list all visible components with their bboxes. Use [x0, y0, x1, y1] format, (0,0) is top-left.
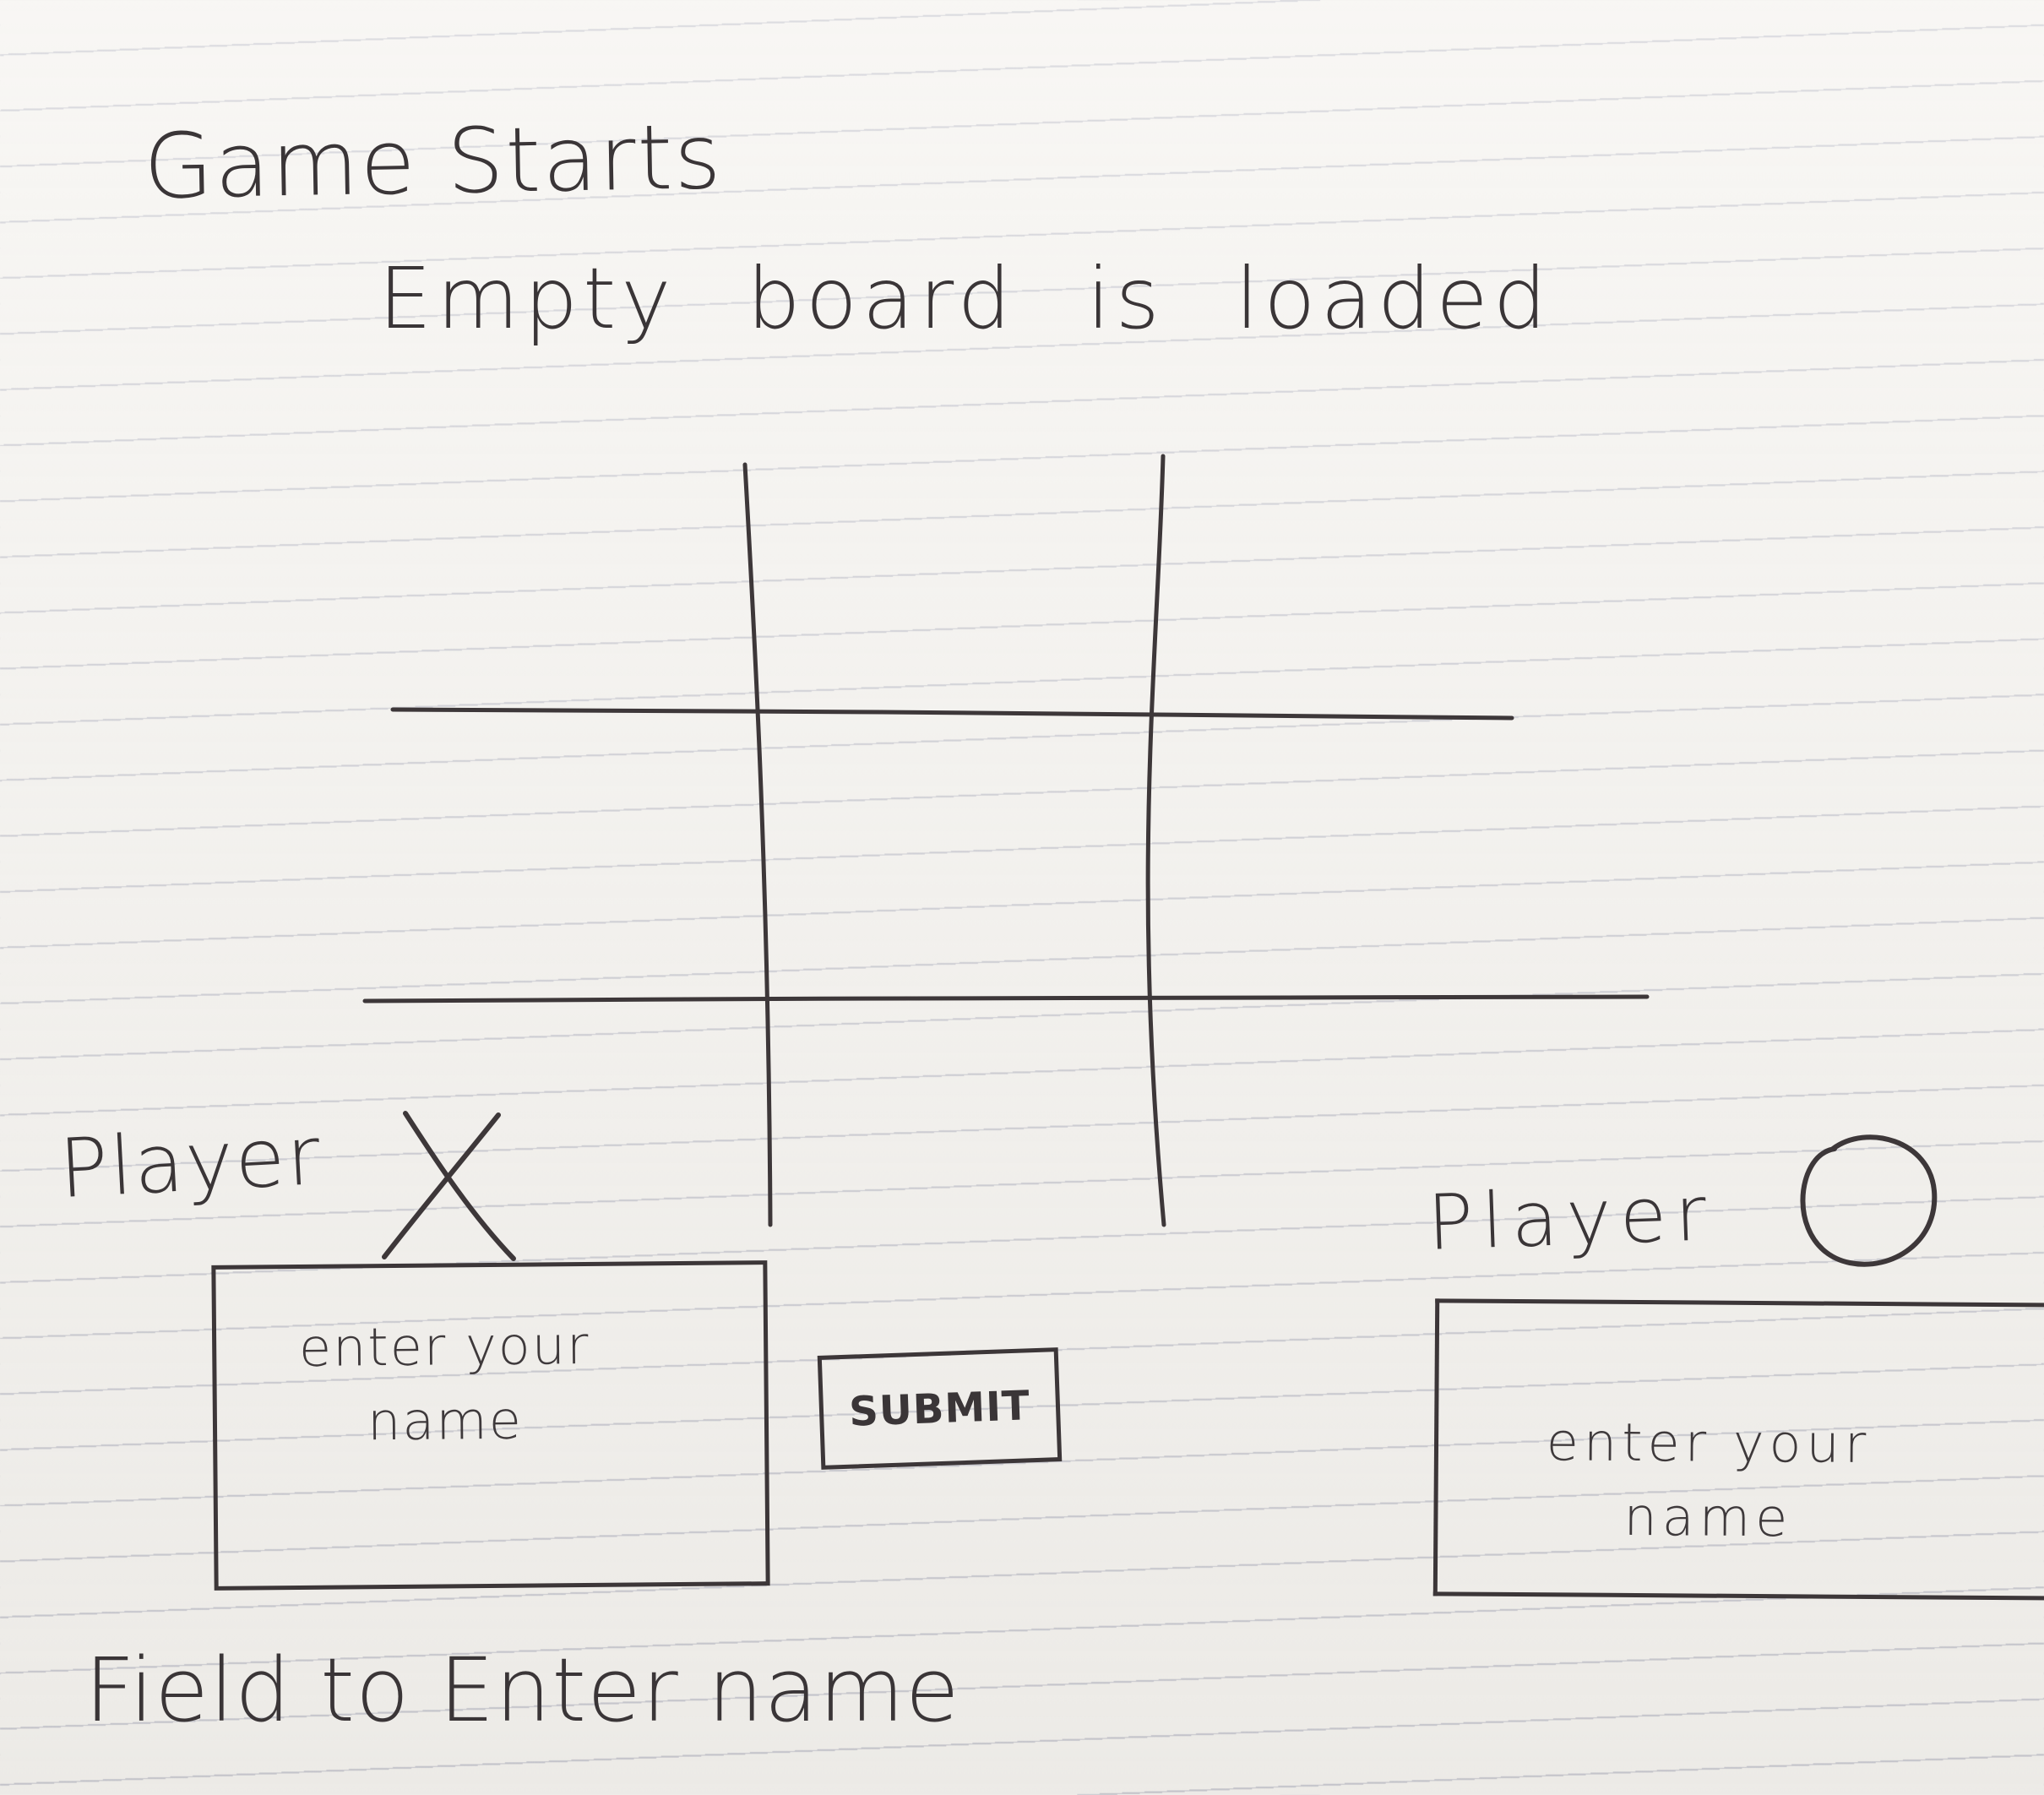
- page-title: Game Starts: [142, 105, 724, 219]
- x-mark-icon: X: [382, 1111, 516, 1261]
- player-o-name-placeholder: enter your name: [1546, 1411, 1872, 1549]
- submit-button[interactable]: SUBMIT: [817, 1347, 1063, 1470]
- player-x-label: Player: [57, 1107, 324, 1217]
- board-cell-3-2[interactable]: [770, 1009, 1151, 1215]
- name-field-caption: Field to Enter name: [84, 1639, 960, 1742]
- board-cell-1-2[interactable]: [770, 475, 1151, 701]
- player-o-label: Player: [1426, 1169, 1716, 1268]
- board-line-horizontal-bottom: [362, 994, 1650, 1004]
- board-cell-1-3[interactable]: [1171, 475, 1544, 701]
- tic-tac-toe-board: [362, 454, 1650, 1227]
- board-line-vertical-left: [742, 462, 773, 1227]
- board-cell-2-3[interactable]: [1171, 721, 1544, 988]
- board-line-vertical-right: [1145, 454, 1166, 1227]
- board-cell-2-1[interactable]: [416, 721, 750, 988]
- board-cell-2-2[interactable]: [770, 721, 1151, 988]
- player-o-name-input[interactable]: enter your name: [1432, 1298, 2044, 1601]
- board-status-text: Empty board is loaded: [378, 249, 1552, 348]
- player-x-name-placeholder: enter your name: [298, 1314, 590, 1453]
- board-cell-1-1[interactable]: [416, 475, 750, 701]
- player-x-name-input[interactable]: enter your name: [211, 1260, 770, 1591]
- board-line-horizontal-top: [390, 707, 1514, 721]
- o-mark-icon: O: [1800, 1134, 1938, 1267]
